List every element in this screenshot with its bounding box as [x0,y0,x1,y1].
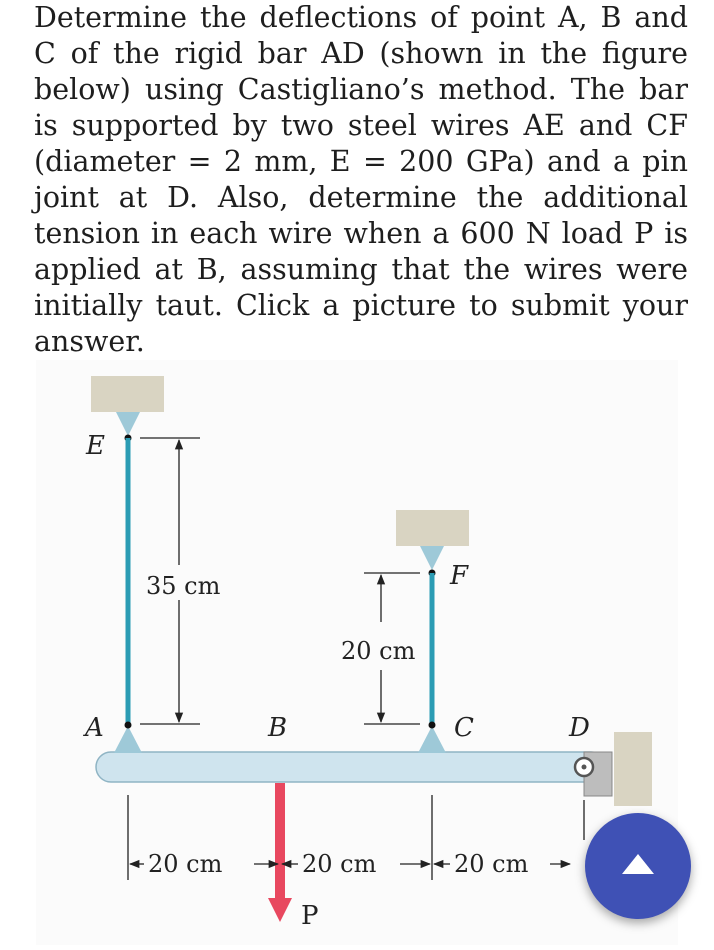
label-a: A [83,713,104,743]
hanger-triangle-e [116,412,140,436]
ceiling-support-e [91,376,164,412]
hanger-triangle-f [420,546,444,570]
dim-label-ab: 20 cm [148,850,223,878]
dim-label-cf: 20 cm [341,637,416,665]
dim-label-bc: 20 cm [302,850,377,878]
dim-label-ae: 35 cm [146,572,221,600]
triangle-up-icon [622,854,654,874]
label-f: F [449,561,469,591]
label-e: E [85,431,105,461]
figure-diagram: 35 cm 20 cm E F A B C D P [83,376,652,931]
label-b: B [267,713,287,743]
connector-a [114,726,142,753]
scroll-to-top-button[interactable] [585,813,691,919]
label-p: P [301,901,319,931]
wall-support-d [614,732,652,806]
dim-label-cd: 20 cm [454,850,529,878]
connector-c [418,726,446,753]
label-c: C [454,713,474,743]
rigid-bar-ad [95,751,607,783]
ceiling-support-f [396,510,469,546]
figure-image[interactable]: 35 cm 20 cm E F A B C D P [36,360,678,945]
question-text: Determine the deflections of point A, B … [34,1,688,358]
label-d: D [568,713,590,743]
